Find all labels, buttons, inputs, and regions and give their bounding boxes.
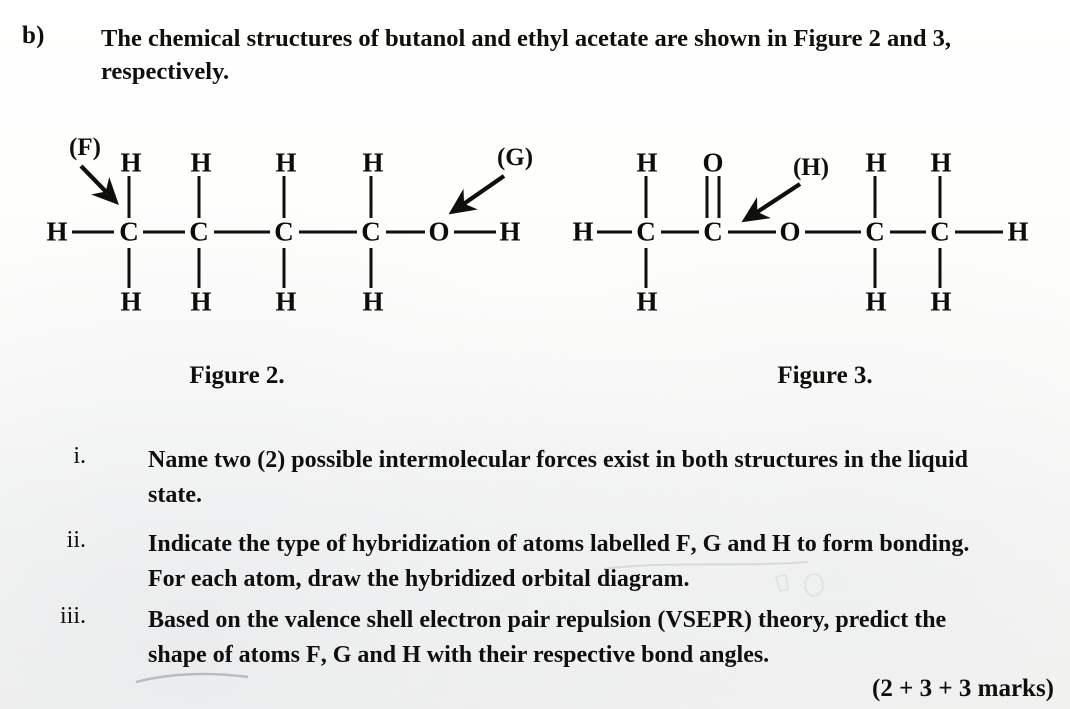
bond-c3-c4 <box>299 230 357 234</box>
atom-ester-oxygen-ea: O <box>779 216 801 247</box>
bond-c4-top-h <box>369 176 373 218</box>
bond-c1-top-h-ea <box>644 176 648 218</box>
sub-question-ii-text: Indicate the type of hybridization of at… <box>148 527 1053 597</box>
marks-allocation: (2 + 3 + 3 marks) <box>872 675 1054 702</box>
atom-top-h-3: H <box>275 147 297 178</box>
label-g: (G) <box>496 144 534 171</box>
bond-c2-o-ester <box>728 230 776 234</box>
bond-c2-bottom-h <box>197 248 201 288</box>
label-f: (F) <box>69 134 101 161</box>
atom-bottom-h-1: H <box>120 286 142 317</box>
bond-c3-c4-ea <box>890 230 926 234</box>
atom-top-h-1-ea: H <box>636 147 658 178</box>
bond-c1-c2-ea <box>661 230 699 234</box>
atom-carbon-2: C <box>189 216 209 247</box>
bond-c2-c3 <box>214 230 270 234</box>
sub-question-i-numeral: i. <box>73 443 86 469</box>
bond-c1-bottom-h <box>127 248 131 288</box>
question-intro-line-2: respectively. <box>101 58 230 85</box>
sub-question-i-text: Name two (2) possible intermolecular for… <box>148 443 1053 513</box>
atom-methyl-carbon-ea: C <box>636 216 656 247</box>
atom-carbon-4: C <box>361 216 381 247</box>
atom-chain-h-left: H <box>46 216 68 247</box>
sub-question-i-line-2: state. <box>148 482 202 508</box>
bond-o-ester-c3 <box>805 230 861 234</box>
sub-question-ii-line-2: For each atom, draw the hybridized orbit… <box>148 566 690 592</box>
sub-question-i-line-1: Name two (2) possible intermolecular for… <box>148 447 968 473</box>
label-h: (H) <box>792 154 830 181</box>
atom-bottom-h-2: H <box>190 286 212 317</box>
bond-c1-bottom-h-ea <box>644 248 648 288</box>
bond-c2-top-h <box>197 176 201 218</box>
bond-carbonyl-line-2 <box>717 176 721 218</box>
bond-c1-top-h <box>127 176 131 218</box>
atom-carbon-1: C <box>119 216 139 247</box>
sub-question-ii-line-1: Indicate the type of hybridization of at… <box>148 531 970 557</box>
atom-hydroxyl-oxygen: O <box>428 216 450 247</box>
atom-bottom-h-1-ea: H <box>636 286 658 317</box>
figure-3-caption: Figure 3. <box>777 362 873 389</box>
bond-h1-c1 <box>72 230 114 234</box>
bond-c4-o <box>386 230 425 234</box>
question-intro-line-1: The chemical structures of butanol and e… <box>101 25 952 52</box>
atom-bottom-h-3: H <box>275 286 297 317</box>
atom-carbonyl-carbon-ea: C <box>703 216 723 247</box>
atom-ethyl-carbon-1-ea: C <box>865 216 885 247</box>
sub-question-iii-line-2: shape of atoms F, G and H with their res… <box>148 642 770 668</box>
bond-c3-bottom-h-ea <box>873 248 877 288</box>
atom-methyl-h-left-ea: H <box>572 216 594 247</box>
atom-carbon-3: C <box>274 216 294 247</box>
sub-question-iii-numeral: iii. <box>59 603 86 629</box>
question-letter: b) <box>22 22 45 49</box>
sub-question-ii-numeral: ii. <box>66 527 86 553</box>
atom-bottom-h-4: H <box>362 286 384 317</box>
atom-ethyl-carbon-2-ea: C <box>930 216 950 247</box>
bond-c3-bottom-h <box>282 248 286 288</box>
sub-question-iii-text: Based on the valence shell electron pair… <box>148 603 1053 673</box>
arrow-to-g-atom <box>448 174 506 215</box>
bond-c4-bottom-h-ea <box>938 248 942 288</box>
atom-carbonyl-oxygen-ea: O <box>702 147 724 178</box>
bond-c4-h-right <box>955 230 1003 234</box>
atom-hydroxyl-h: H <box>499 216 521 247</box>
arrow-to-h-atom <box>741 182 802 223</box>
bond-c3-top-h-ea <box>873 176 877 218</box>
atom-top-h-1: H <box>120 147 142 178</box>
atom-top-h-3-ea: H <box>930 147 952 178</box>
bond-c1-c2 <box>143 230 185 234</box>
atom-bottom-h-3-ea: H <box>930 286 952 317</box>
atom-bottom-h-2-ea: H <box>865 286 887 317</box>
bond-h-c1-ea <box>597 230 632 234</box>
atom-top-h-2: H <box>190 147 212 178</box>
atom-terminal-h-right-ea: H <box>1007 216 1029 247</box>
figure-2-caption: Figure 2. <box>189 362 285 389</box>
bond-carbonyl-line-1 <box>705 176 709 218</box>
bond-c3-top-h <box>282 176 286 218</box>
bond-c4-top-h-ea <box>938 176 942 218</box>
atom-top-h-2-ea: H <box>865 147 887 178</box>
bond-o-h <box>454 230 496 234</box>
atom-top-h-4: H <box>362 147 384 178</box>
sub-question-iii-line-1: Based on the valence shell electron pair… <box>148 607 947 633</box>
bond-c4-bottom-h <box>369 248 373 288</box>
arrow-to-f-atom <box>79 164 119 206</box>
